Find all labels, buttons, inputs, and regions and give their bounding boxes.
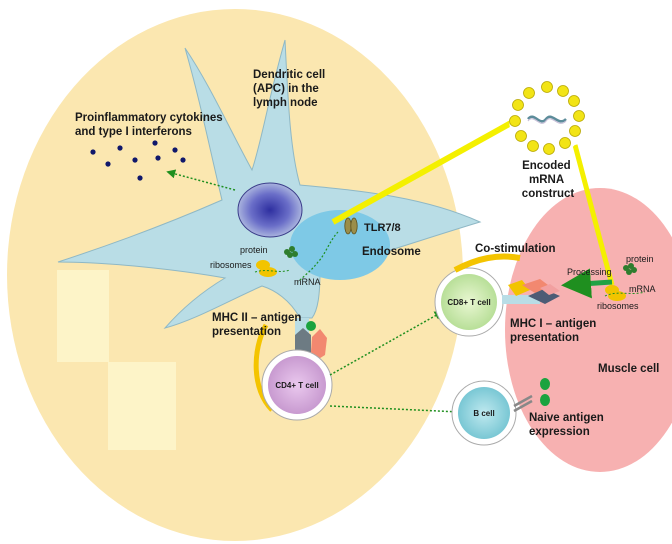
antigen-1 (540, 378, 550, 390)
protein-muscle-label: protein (626, 254, 654, 264)
ribosomes-apc-label: ribosomes (210, 260, 252, 270)
link-construct-to-apc (331, 115, 522, 225)
mhc2-label: MHC II – antigen presentation (212, 312, 305, 338)
protein-muscle (623, 263, 637, 275)
mrna-muscle-label: mRNA (629, 284, 656, 294)
naive-label: Naive antigen expression (529, 412, 607, 438)
protein-apc-label: protein (240, 245, 268, 255)
endosome (290, 210, 390, 280)
cd4-t-cell (261, 349, 333, 421)
cd8-label: CD8+ T cell (447, 298, 490, 307)
cytokines-label: Proinflammatory cytokines and type I int… (75, 112, 226, 138)
mrna-strand-apc (297, 231, 339, 283)
cd4-to-cd8-arrow (329, 311, 444, 376)
cytokine-arrow (166, 169, 236, 191)
costim-label: Co-stimulation (475, 243, 556, 255)
mhc1-pink (540, 284, 560, 295)
processing-label: Processing (567, 267, 612, 277)
dendritic-label: Dendritic cell (APC) in the lymph node (253, 69, 328, 109)
pale-square-1 (57, 270, 109, 362)
cd8-t-cell (434, 267, 504, 337)
processing-arrow (561, 268, 613, 299)
tlr-label: TLR7/8 (364, 222, 401, 234)
endosome-label: Endosome (362, 246, 421, 258)
ribosomes-muscle-label: ribosomes (597, 301, 639, 311)
pale-square-2 (108, 362, 176, 450)
protein-apc (284, 246, 298, 258)
bcell-label: B cell (473, 409, 494, 418)
lipid-nanoparticle (509, 81, 585, 157)
mhc2-arc (253, 323, 274, 412)
construct-label: Encoded mRNA construct (522, 160, 575, 200)
link-construct-to-muscle (572, 144, 615, 286)
ribosome-apc (256, 260, 277, 277)
costim-arc (453, 253, 521, 273)
mhc1-yellow (508, 280, 530, 296)
cytokine-dots (90, 140, 186, 181)
peptide-apc (306, 321, 316, 331)
cd4-label: CD4+ T cell (275, 381, 318, 390)
mrna-apc-label: mRNA (294, 277, 321, 287)
antigen-2 (540, 394, 550, 406)
muscle-label: Muscle cell (598, 363, 659, 375)
nucleus (237, 182, 303, 238)
tcr-cd4 (311, 329, 327, 360)
b-cell-receptor (513, 394, 533, 413)
tlr-receptor (344, 217, 358, 235)
cd4-to-bcell-arrow (329, 405, 462, 417)
mhc1-label: MHC I – antigen presentation (510, 318, 599, 344)
b-cell (451, 380, 517, 446)
